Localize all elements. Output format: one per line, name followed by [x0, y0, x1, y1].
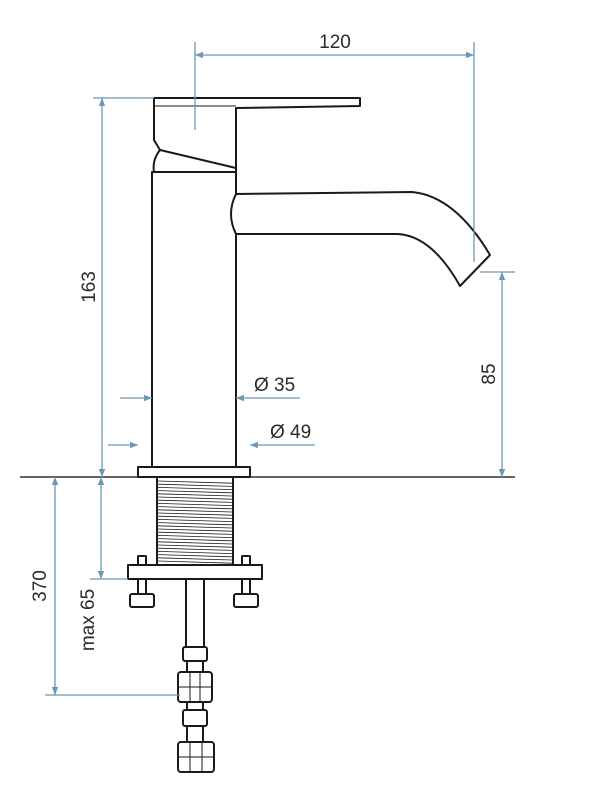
label-hose-length: 370	[30, 570, 51, 602]
label-spout-reach: 120	[319, 32, 351, 53]
thread-line	[157, 557, 233, 561]
thread-line	[157, 531, 233, 535]
label-base-diameter: Ø 49	[270, 422, 311, 443]
thread-line	[157, 560, 233, 564]
base-ring	[137, 466, 251, 478]
label-max-deck-thickness: max 65	[78, 589, 99, 651]
thread-line	[157, 480, 233, 484]
nut-right	[233, 593, 259, 608]
body-cylinder	[151, 171, 237, 469]
thread-line	[157, 499, 233, 503]
thread-line	[157, 515, 233, 519]
thread-line	[157, 490, 233, 494]
thread-line	[157, 538, 233, 542]
label-spout-height: 85	[479, 363, 500, 384]
supply-pipe	[185, 578, 205, 648]
thread-line	[157, 483, 233, 487]
thread-line	[157, 512, 233, 516]
thread-line	[157, 525, 233, 529]
thread-line	[157, 496, 233, 500]
thread-line	[157, 528, 233, 532]
faucet-body	[137, 97, 491, 478]
thread-line	[157, 493, 233, 497]
thread-line	[157, 541, 233, 545]
thread-lines	[157, 480, 233, 564]
thread-line	[157, 487, 233, 490]
mounting-plate	[127, 564, 263, 580]
nut-left	[129, 593, 155, 608]
thread-line	[157, 519, 233, 522]
thread-line	[157, 522, 233, 526]
thread-line	[157, 509, 233, 513]
thread-line	[157, 535, 233, 538]
thread-line	[157, 547, 233, 551]
thread-line	[157, 506, 233, 510]
mounting-hardware	[127, 476, 263, 773]
thread-line	[157, 544, 233, 548]
thread-line	[157, 503, 233, 506]
label-total-height: 163	[79, 271, 100, 303]
thread-line	[157, 554, 233, 558]
label-body-diameter: Ø 35	[254, 375, 295, 396]
spout	[230, 191, 491, 287]
thread-line	[157, 551, 233, 554]
dimension-lines	[45, 42, 515, 696]
